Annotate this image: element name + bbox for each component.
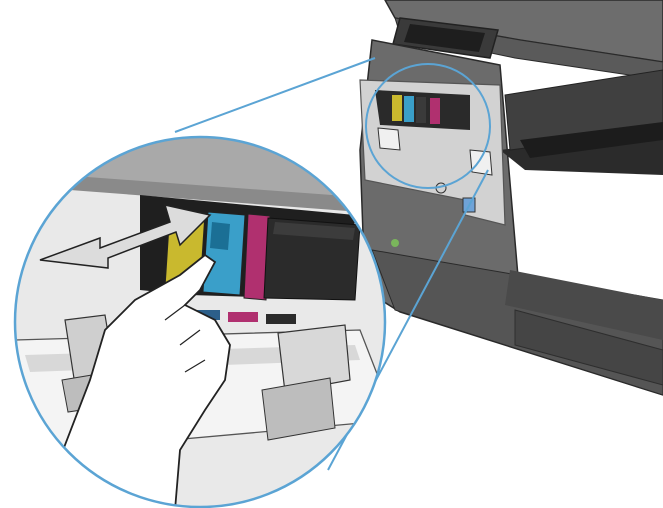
printer-body [359,0,663,396]
door-latch-right [277,324,351,393]
callout-source-circle [365,63,491,189]
power-indicator-icon [391,239,399,247]
small-cartridge-magenta [430,98,440,124]
small-cartridge-yellow [392,95,402,121]
small-cartridge-black [444,99,458,125]
color-indicator-black [266,314,296,324]
small-cartridge-cyan [404,96,414,122]
cartridge-magenta [243,213,271,301]
magnified-view [15,137,385,507]
pointing-hand-icon [38,253,231,507]
magnified-circle-border [13,135,387,508]
small-cartridge-black-slot [416,97,426,123]
double-headed-arrow-icon [39,203,212,269]
color-indicator-magenta [228,312,258,322]
